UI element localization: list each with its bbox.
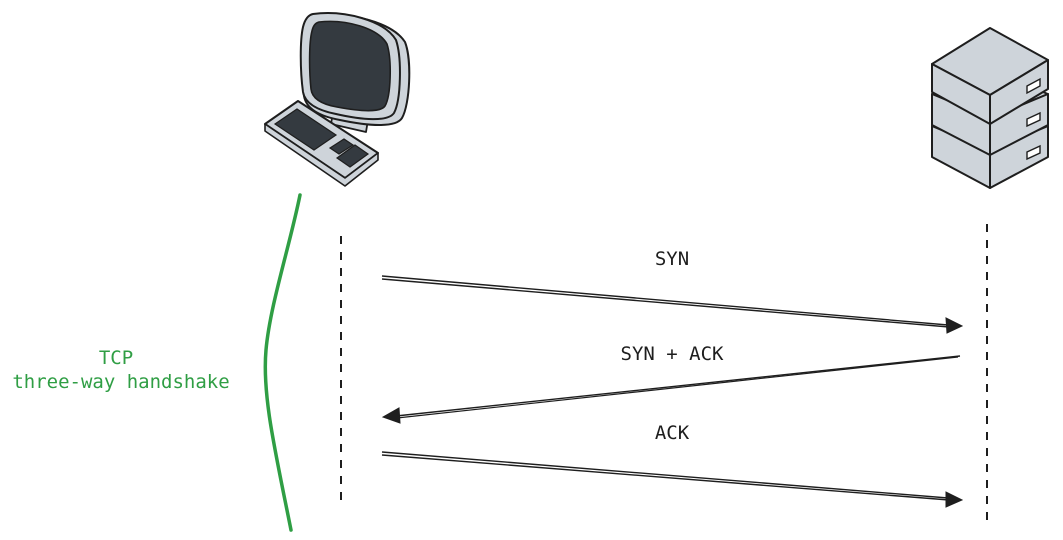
message-label-ack: ACK — [655, 422, 690, 444]
arrowhead-syn — [945, 317, 964, 334]
arrowhead-syn-ack — [381, 407, 401, 424]
message-syn-ack: SYN + ACK — [381, 343, 961, 424]
annotation-line-tcp: TCP — [99, 347, 133, 369]
handshake-bracket — [263, 193, 302, 532]
message-label-syn: SYN — [655, 248, 689, 270]
message-label-syn-ack: SYN + ACK — [621, 343, 725, 365]
server-rack-icon — [931, 27, 1049, 189]
annotation-line-handshake: three-way handshake — [12, 371, 229, 393]
arrowhead-ack — [945, 491, 964, 508]
message-ack: ACK — [381, 422, 964, 508]
message-syn: SYN — [381, 248, 964, 334]
desktop-computer-icon — [264, 12, 411, 187]
